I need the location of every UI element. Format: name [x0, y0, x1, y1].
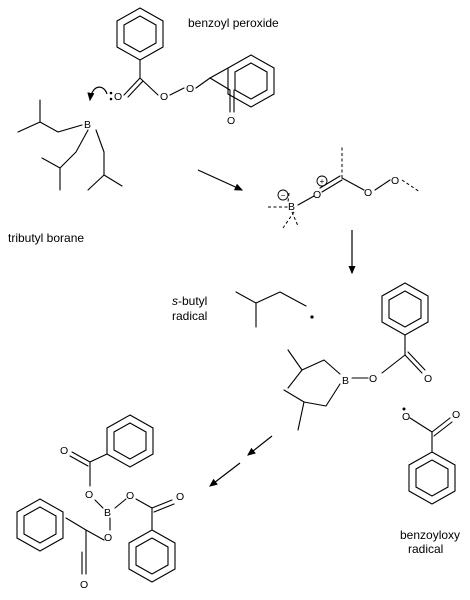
tributyl-borane-label: tributyl borane	[8, 231, 84, 245]
peroxide-oxygen-1: O	[160, 91, 168, 103]
radical-oxygen: O	[402, 411, 410, 423]
peroxide-carbonyl-oxygen: O	[114, 91, 122, 103]
benzoyl-peroxide-label: benzoyl peroxide	[188, 16, 279, 30]
tributyl-borane-structure	[17, 99, 123, 191]
complex-oxygen-1: O	[313, 189, 321, 201]
reaction-arrow	[197, 169, 244, 191]
borate-carbonyl-oxygen-3: O	[80, 579, 88, 591]
ester-oxygen: O	[369, 373, 377, 385]
s-butyl-radical-structure	[235, 291, 307, 328]
borate-complex-structure	[268, 146, 421, 229]
radical-dot	[402, 407, 406, 411]
ester-carbonyl-oxygen: O	[424, 373, 432, 385]
negative-charge-symbol	[277, 189, 289, 201]
ester-boron: B	[342, 375, 349, 387]
negative-charge-sign: −	[281, 191, 286, 200]
radical-dot	[310, 315, 314, 319]
lone-pair-dot	[109, 91, 113, 95]
reaction-arrow-part	[247, 435, 273, 456]
radical-carbonyl-oxygen: O	[452, 409, 460, 421]
curved-electron-arrow	[87, 86, 108, 102]
borate-oxygen-3: O	[104, 532, 112, 544]
s-butyl-radical-label-line2: radical	[172, 309, 207, 323]
peroxide-carbonyl-oxygen-2: O	[227, 115, 235, 127]
borane-boron: B	[84, 119, 91, 131]
benzoyl-peroxide-structure	[116, 7, 275, 113]
benzoyloxy-radical-label-line1: benzoyloxy	[400, 528, 460, 542]
complex-oxygen-2: O	[364, 187, 372, 199]
benzoyloxy-radical-label-line2: radical	[408, 542, 443, 556]
tribenzoyl-borate-structure	[16, 414, 176, 583]
complex-oxygen-3: O	[391, 175, 399, 187]
boronate-ester-structure	[283, 282, 429, 431]
borate-carbonyl-oxygen-2: O	[176, 491, 184, 503]
borate-oxygen-2: O	[126, 490, 134, 502]
peroxide-oxygen-2: O	[186, 83, 194, 95]
benzoyloxy-radical-structure	[408, 417, 456, 505]
positive-charge-sign: +	[320, 177, 325, 186]
positive-charge-symbol	[316, 175, 328, 187]
borate-carbonyl-oxygen-1: O	[60, 445, 68, 457]
reaction-arrow	[209, 462, 241, 487]
borate-boron: B	[288, 201, 295, 213]
lone-pair-dot	[109, 97, 113, 101]
borate-boron: B	[104, 507, 111, 519]
s-butyl-radical-label-line1: s-butyl	[172, 294, 207, 308]
borate-oxygen-1: O	[85, 489, 93, 501]
